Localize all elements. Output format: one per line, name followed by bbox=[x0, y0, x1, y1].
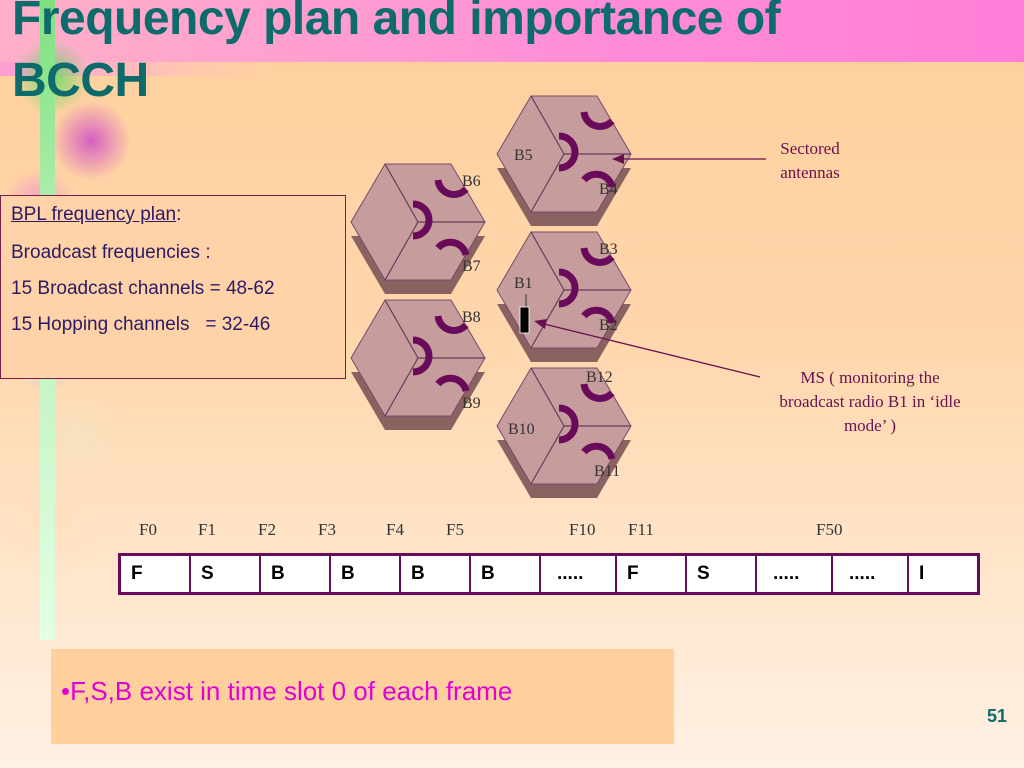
annotation-ms-line3: mode’ ) bbox=[844, 416, 896, 435]
frame-cell: B bbox=[399, 553, 471, 595]
bpl-line-broadcast-channels: 15 Broadcast channels = 48-62 bbox=[11, 278, 275, 299]
cell-label-b12: B12 bbox=[586, 369, 613, 386]
frame-cell: B bbox=[259, 553, 331, 595]
note-box: •F,S,B exist in time slot 0 of each fram… bbox=[51, 649, 674, 744]
annotation-sectored-line2: antennas bbox=[780, 163, 839, 182]
cell-label-b3: B3 bbox=[599, 241, 618, 258]
bpl-title-line: BPL frequency plan: bbox=[11, 204, 181, 226]
annotation-ms-line1: MS ( monitoring the bbox=[800, 368, 939, 387]
bpl-title-colon: : bbox=[176, 204, 182, 225]
frame-cell: ..... bbox=[539, 553, 617, 595]
frame-cell: F bbox=[118, 553, 191, 595]
freq-label-f3: F3 bbox=[318, 520, 336, 539]
annotation-sectored-line1: Sectored bbox=[780, 139, 840, 158]
ms-arrow bbox=[539, 322, 761, 378]
bpl-frequency-plan-box: BPL frequency plan: Broadcast frequencie… bbox=[0, 195, 346, 379]
cell-label-b10: B10 bbox=[508, 421, 535, 438]
note-text: •F,S,B exist in time slot 0 of each fram… bbox=[61, 676, 513, 706]
cell-label-b4: B4 bbox=[599, 181, 618, 198]
top-color-band bbox=[0, 0, 1024, 62]
mobile-station-icon bbox=[519, 306, 530, 334]
cell-label-b7: B7 bbox=[462, 258, 481, 275]
freq-label-f1: F1 bbox=[198, 520, 216, 539]
cell-label-b8: B8 bbox=[462, 309, 481, 326]
frame-cell: B bbox=[469, 553, 541, 595]
frame-cell: S bbox=[189, 553, 261, 595]
cell-label-b1: B1 bbox=[514, 275, 533, 292]
freq-label-f2: F2 bbox=[258, 520, 276, 539]
frame-cell: I bbox=[907, 553, 980, 595]
bpl-line-hopping-channels: 15 Hopping channels = 32-46 bbox=[11, 314, 271, 335]
frame-cell: F bbox=[615, 553, 687, 595]
tdma-frame-table: F S B B B B ..... F S ..... ..... I bbox=[118, 553, 980, 595]
frame-cell: ..... bbox=[831, 553, 909, 595]
cell-label-b9: B9 bbox=[462, 395, 481, 412]
sectored-antennas-arrowhead bbox=[612, 154, 624, 164]
cell-label-b6: B6 bbox=[462, 173, 481, 190]
freq-label-f5: F5 bbox=[446, 520, 464, 539]
frame-cell: B bbox=[329, 553, 401, 595]
cell-label-b11: B11 bbox=[594, 463, 620, 480]
page-number: 51 bbox=[987, 706, 1008, 726]
freq-label-f10: F10 bbox=[569, 520, 596, 539]
cell-label-b5: B5 bbox=[514, 147, 533, 164]
freq-label-f4: F4 bbox=[386, 520, 404, 539]
ms-arrowhead bbox=[534, 319, 547, 329]
bpl-line-broadcast-frequencies: Broadcast frequencies : bbox=[11, 242, 211, 263]
freq-label-f50: F50 bbox=[816, 520, 843, 539]
annotation-ms-line2: broadcast radio B1 in ‘idle bbox=[779, 392, 960, 411]
slide-title: Frequency plan and importance of BCCH bbox=[12, 0, 781, 107]
frame-row: F S B B B B ..... F S ..... ..... I bbox=[118, 553, 980, 595]
freq-label-f0: F0 bbox=[139, 520, 157, 539]
cell-label-b2: B2 bbox=[599, 317, 618, 334]
frame-cell: S bbox=[685, 553, 757, 595]
bpl-title: BPL frequency plan bbox=[11, 204, 177, 225]
freq-label-f11: F11 bbox=[628, 520, 654, 539]
frame-cell: ..... bbox=[755, 553, 833, 595]
